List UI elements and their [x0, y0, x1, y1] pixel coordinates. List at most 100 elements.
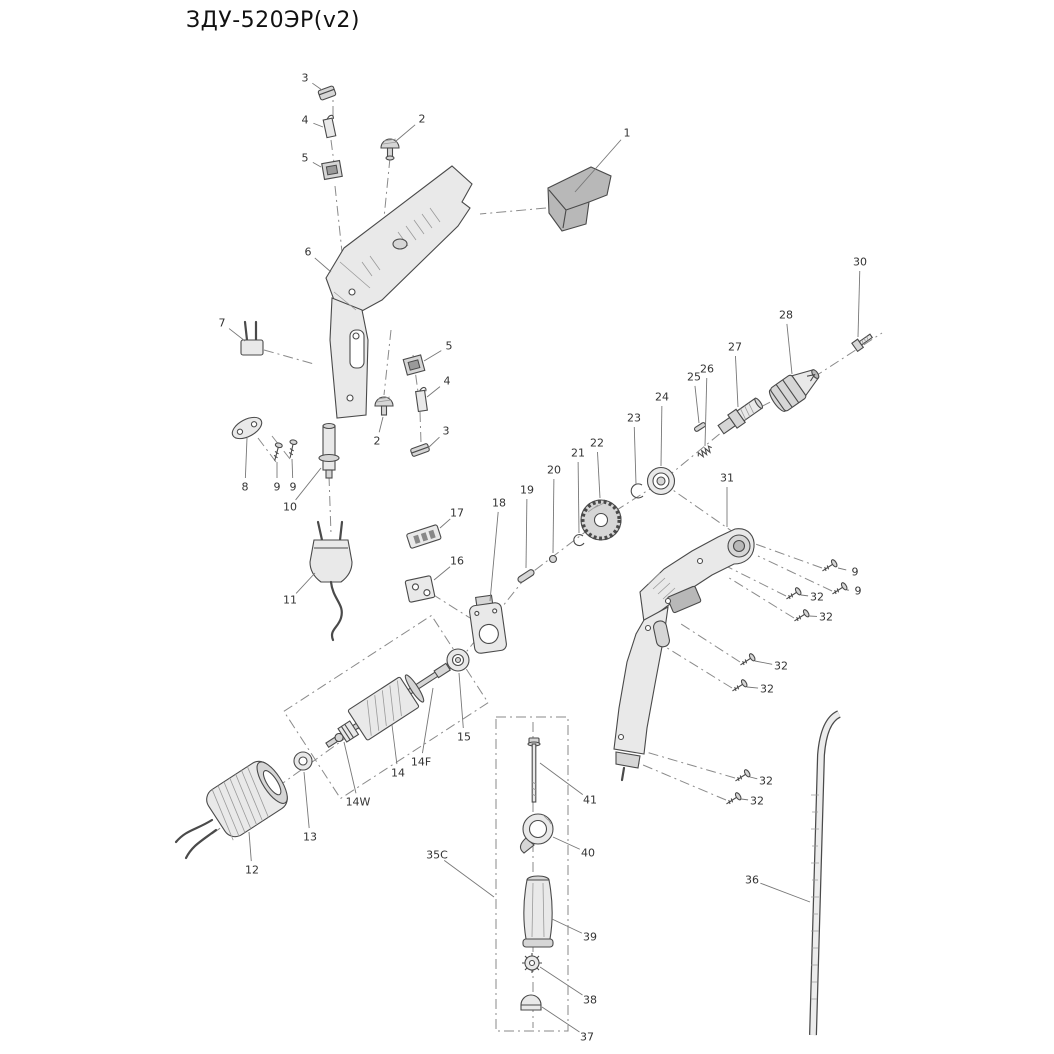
part-12-stator [174, 760, 288, 860]
part-5-brush-holder [321, 159, 343, 181]
leader-line-15 [458, 672, 464, 729]
leader-line-7 [228, 328, 246, 342]
callout-9: 9 [274, 481, 281, 494]
part-8-retainer-plate [231, 416, 263, 440]
callout-38: 38 [583, 994, 597, 1007]
leader-line-40 [552, 836, 581, 850]
callout-39: 39 [583, 931, 597, 944]
callout-9: 9 [852, 566, 859, 579]
part-9-screw-c [822, 559, 838, 572]
part-9-screw-b [288, 439, 298, 458]
leader-line-25 [694, 385, 700, 424]
part-24-bearing [646, 466, 676, 496]
part-9-screw-a [273, 442, 283, 461]
leader-line-32 [754, 660, 773, 665]
part-2-brush-spring-cap [380, 138, 400, 161]
part-32-screw-f [726, 792, 742, 805]
callout-14W: 14W [346, 796, 371, 809]
leader-line-4 [426, 386, 441, 398]
part-27-spindle [717, 397, 764, 435]
part-21-circlip [573, 534, 585, 547]
part-30-chuck-screw [851, 333, 874, 353]
callout-13: 13 [303, 831, 317, 844]
leader-line-27 [735, 355, 739, 408]
callout-22: 22 [590, 437, 604, 450]
leader-line-24 [660, 405, 663, 467]
part-37-cap-nut [520, 994, 542, 1011]
leader-line-21 [577, 461, 580, 534]
callout-21: 21 [571, 447, 585, 460]
part-32-screw-c [740, 653, 756, 666]
part-14-armature [325, 661, 454, 748]
callout-35C: 35C [426, 849, 448, 862]
callout-14: 14 [391, 767, 405, 780]
leader-line-41 [539, 762, 584, 796]
part-5-brush-holder-2 [402, 354, 426, 376]
leader-line-19 [525, 498, 528, 569]
callout-30: 30 [853, 256, 867, 269]
part-3-brush-cap [317, 85, 337, 101]
callout-37: 37 [580, 1031, 594, 1044]
leader-line-32 [800, 594, 809, 597]
part-15-bearing [446, 648, 470, 672]
leader-line-3 [312, 82, 323, 91]
callout-4: 4 [444, 375, 451, 388]
leader-line-6 [314, 257, 332, 273]
leader-line-10 [295, 467, 322, 501]
callout-32: 32 [819, 611, 833, 624]
part-3-brush-cap-2 [410, 443, 430, 457]
callout-32: 32 [750, 795, 764, 808]
leader-line-23 [633, 426, 637, 485]
callout-19: 19 [520, 484, 534, 497]
leader-line-32 [740, 798, 749, 801]
callout-9: 9 [290, 481, 297, 494]
part-6-motor-housing [325, 165, 473, 419]
leader-line-17 [439, 518, 451, 529]
callout-12: 12 [245, 864, 259, 877]
leader-line-26 [704, 377, 708, 447]
leader-line-14W [343, 741, 357, 794]
callout-7: 7 [219, 317, 226, 330]
leader-line-12 [248, 831, 252, 862]
callout-32: 32 [759, 775, 773, 788]
callout-11: 11 [283, 594, 297, 607]
callout-36: 36 [745, 874, 759, 887]
callout-2: 2 [419, 113, 426, 126]
callout-9: 9 [855, 585, 862, 598]
callout-6: 6 [305, 246, 312, 259]
part-32-screw-b [794, 609, 810, 622]
leader-line-36 [760, 882, 811, 903]
callout-28: 28 [779, 309, 793, 322]
leader-line-30 [857, 270, 861, 338]
callout-18: 18 [492, 497, 506, 510]
leader-line-35C [443, 859, 495, 898]
callout-32: 32 [774, 660, 788, 673]
callout-23: 23 [627, 412, 641, 425]
leader-line-32 [746, 686, 759, 689]
leader-line-37 [541, 1006, 580, 1033]
part-38-star-washer [522, 953, 542, 973]
part-11-power-plug [309, 520, 353, 642]
callout-10: 10 [283, 501, 297, 514]
callout-24: 24 [655, 391, 669, 404]
leader-line-22 [597, 451, 601, 499]
part-20-ball [548, 554, 558, 564]
leader-line-39 [551, 918, 583, 934]
part-32-screw-d [732, 679, 748, 692]
leader-line-2 [395, 124, 416, 142]
leader-line-2 [378, 416, 384, 433]
callout-2: 2 [374, 435, 381, 448]
callout-17: 17 [450, 507, 464, 520]
callout-41: 41 [583, 794, 597, 807]
callout-32: 32 [810, 591, 824, 604]
part-25-pin [693, 422, 707, 432]
part-4-carbon-brush-2 [415, 386, 428, 413]
callout-15: 15 [457, 731, 471, 744]
callout-32: 32 [760, 683, 774, 696]
leader-line-9 [837, 567, 847, 571]
leader-line-18 [489, 511, 499, 602]
callout-27: 27 [728, 341, 742, 354]
leader-line-8 [244, 437, 248, 479]
